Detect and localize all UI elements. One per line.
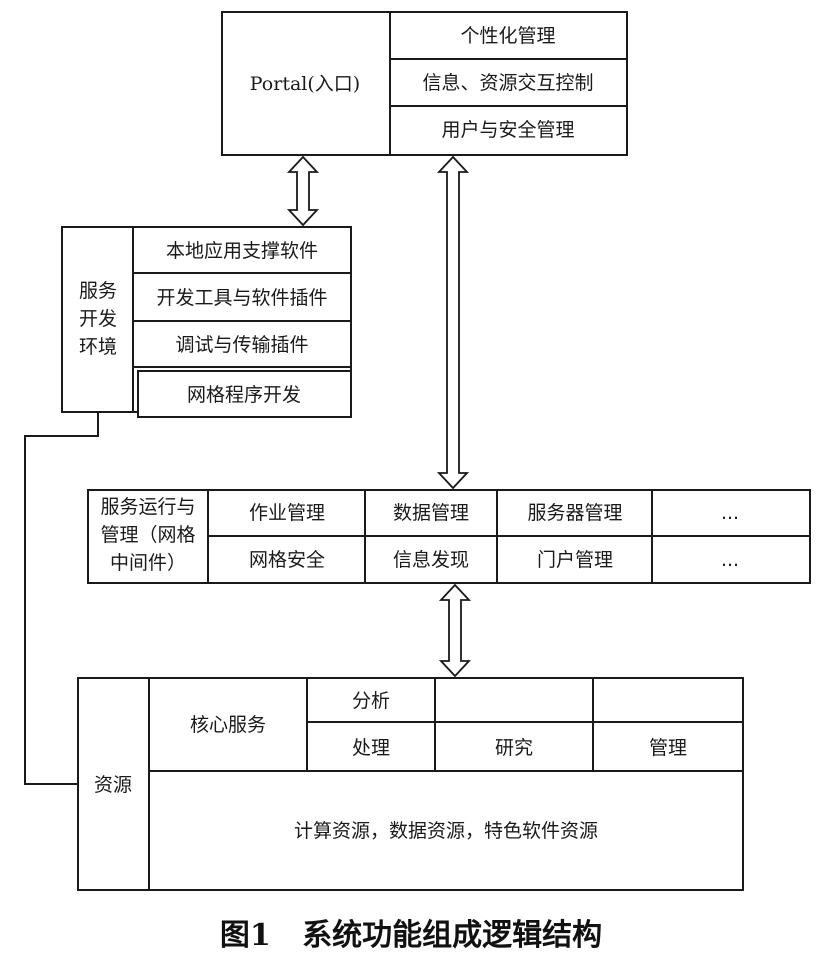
- dev-env-item-local-support: 本地应用支撑软件: [166, 240, 318, 262]
- dev-env-label-line-1: 服务: [79, 280, 117, 302]
- dev-env-item-box-3: [132, 320, 352, 368]
- resources-label: 资源: [94, 774, 132, 796]
- double-arrow-portal-middleware: [436, 155, 470, 490]
- middleware-cell-info-discovery: 信息发现: [393, 549, 469, 571]
- middleware-cell-grid-security: 网格安全: [249, 549, 325, 571]
- dev-env-item-box-1: [132, 226, 352, 274]
- dev-env-block: 服务 开发 环境 本地应用支撑软件 开发工具与软件插件 调试与传输插件 网格程序…: [61, 226, 352, 418]
- middleware-cell-portal-mgmt: 门户管理: [537, 549, 613, 571]
- resources-outer-box: [77, 677, 744, 891]
- middleware-label-line-1: 服务运行与: [100, 496, 195, 518]
- portal-item-interaction-control: 信息、资源交互控制: [422, 72, 593, 94]
- resources-bottom-text: 计算资源，数据资源，特色软件资源: [294, 820, 598, 842]
- portal-entry-label: Portal(入口): [250, 73, 360, 95]
- dev-env-item-grid-dev: 网格程序开发: [187, 384, 301, 406]
- dev-env-item-dev-tools: 开发工具与软件插件: [156, 287, 327, 309]
- middleware-cell-data-mgmt: 数据管理: [393, 502, 469, 524]
- middleware-cell-ellipsis-2: ...: [721, 549, 739, 571]
- portal-outer-box: [221, 11, 628, 156]
- core-cell-management: 管理: [649, 737, 687, 759]
- resources-block: 资源 核心服务 分析 处理 研究 管理 计算资源，数据资源，特色软件资源: [77, 677, 744, 891]
- core-services-label: 核心服务: [190, 714, 266, 736]
- dev-env-item-debug-transfer: 调试与传输插件: [175, 334, 308, 356]
- middleware-label-line-2: 管理（网格: [100, 524, 195, 546]
- dev-env-label-line-3: 环境: [79, 336, 117, 358]
- figure-caption: 图1 系统功能组成逻辑结构: [220, 918, 602, 953]
- core-cell-processing: 处理: [352, 737, 390, 759]
- middleware-cell-ellipsis-1: ...: [721, 502, 739, 524]
- middleware-label-line-3: 中间件）: [110, 552, 186, 574]
- dev-env-item-box-4: [137, 370, 352, 418]
- core-cell-analysis: 分析: [352, 690, 390, 712]
- middleware-cell-job-mgmt: 作业管理: [249, 502, 325, 524]
- core-cell-research: 研究: [495, 737, 533, 759]
- connector-devenv-to-resources: [24, 412, 99, 785]
- dev-env-label-line-2: 开发: [79, 308, 117, 330]
- portal-item-user-security: 用户与安全管理: [441, 119, 574, 141]
- portal-block: Portal(入口) 个性化管理 信息、资源交互控制 用户与安全管理: [221, 11, 628, 156]
- portal-item-personalization: 个性化管理: [460, 25, 555, 47]
- double-arrow-middleware-resources: [438, 583, 472, 678]
- dev-env-item-box-2: [132, 272, 352, 322]
- middleware-cell-server-mgmt: 服务器管理: [527, 502, 622, 524]
- double-arrow-portal-devenv: [286, 155, 320, 227]
- middleware-block: 服务运行与 管理（网格 中间件） 作业管理 数据管理 服务器管理 ... 网格安…: [87, 489, 811, 584]
